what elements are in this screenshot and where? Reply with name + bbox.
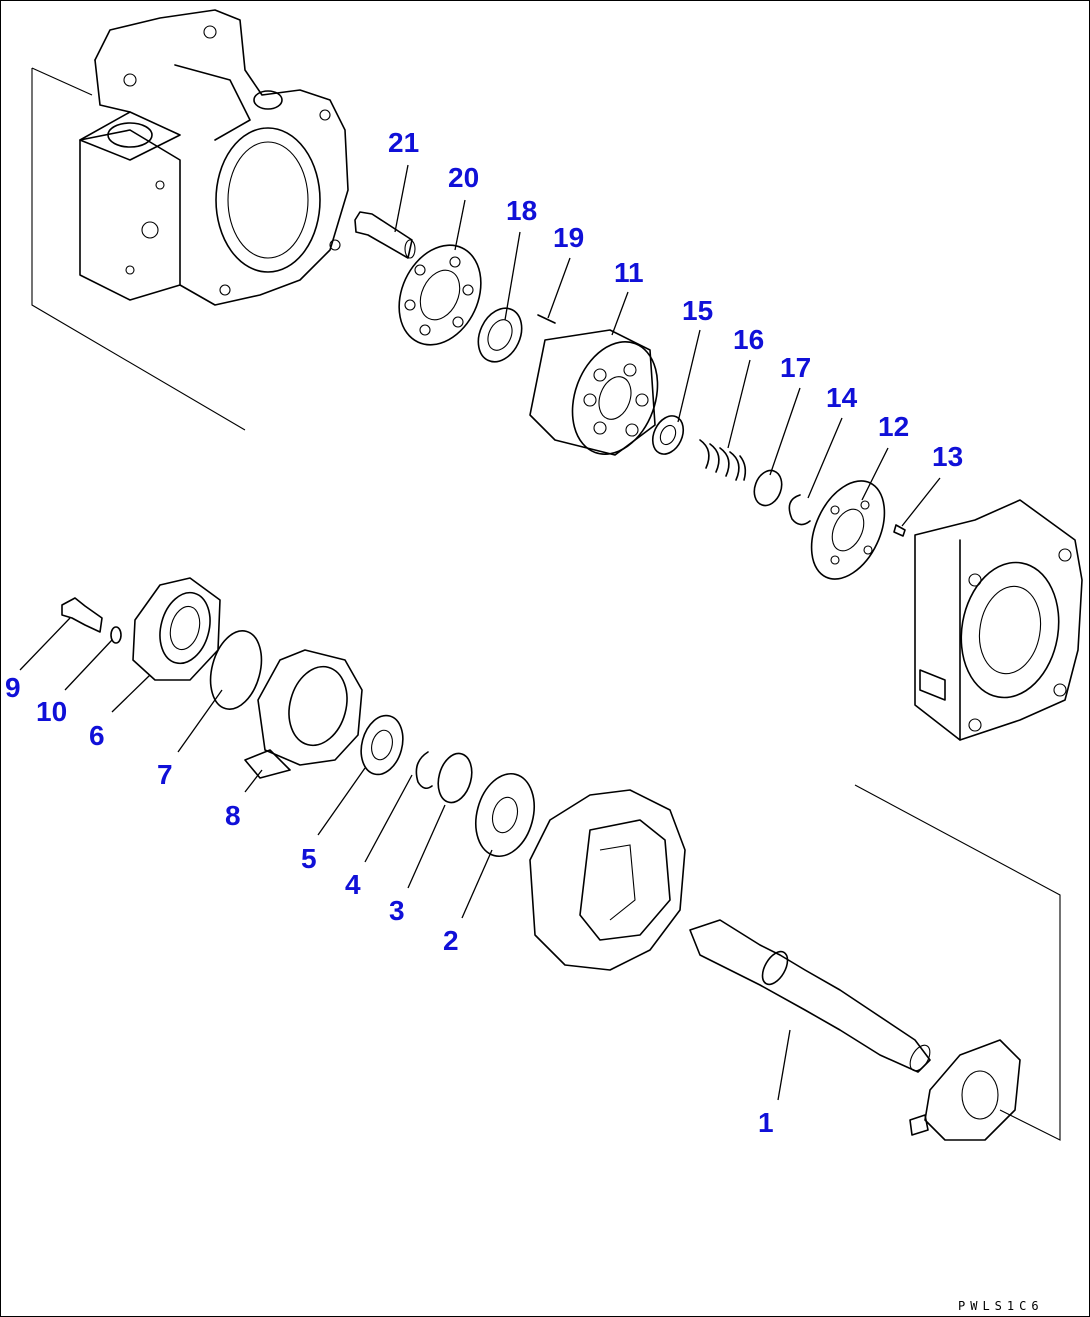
callout-16: 16 — [733, 324, 764, 355]
callout-10: 10 — [36, 696, 67, 727]
part-8-seal-carrier — [244, 649, 363, 779]
part-4-snap-ring — [415, 751, 433, 790]
part-17-washer — [753, 469, 783, 507]
part-20-plate — [398, 244, 482, 346]
callout-8: 8 — [225, 800, 241, 831]
callout-17: 17 — [780, 352, 811, 383]
end-cover-housing — [914, 499, 1083, 741]
part-13-plug — [893, 524, 906, 537]
callout-2: 2 — [443, 925, 459, 956]
callout-6: 6 — [89, 720, 105, 751]
callout-11: 11 — [614, 257, 644, 288]
part-19-pin — [537, 314, 556, 324]
callout-14: 14 — [826, 382, 858, 413]
callout-9: 9 — [5, 672, 21, 703]
callout-19: 19 — [553, 222, 584, 253]
callout-20: 20 — [448, 162, 479, 193]
callout-21: 21 — [388, 127, 419, 158]
pump-housing-upper — [31, 9, 349, 431]
part-3-spacer — [437, 752, 473, 804]
callout-3: 3 — [389, 895, 405, 926]
part-5-bearing — [360, 714, 404, 776]
callout-7: 7 — [157, 759, 173, 790]
part-10-washer — [110, 626, 122, 644]
part-2-bearing — [475, 772, 535, 858]
part-15-retainer — [651, 415, 685, 455]
callout-12: 12 — [878, 411, 909, 442]
part-21-pin — [354, 211, 416, 259]
callout-4: 4 — [345, 869, 361, 900]
drawing-code: PWLS1C6 — [958, 1299, 1044, 1313]
part-9-bolt — [61, 597, 103, 633]
rear-cover — [909, 1039, 1021, 1141]
front-case — [529, 789, 686, 971]
lower-reference-line — [854, 784, 1061, 1141]
callout-1: 1 — [758, 1107, 774, 1138]
callout-18: 18 — [506, 195, 537, 226]
part-11-cylinder-block — [529, 329, 659, 456]
callout-15: 15 — [682, 295, 713, 326]
callout-5: 5 — [301, 843, 317, 874]
part-1-shaft — [689, 919, 931, 1073]
part-16-spring — [699, 439, 747, 481]
part-6-cover — [132, 577, 221, 681]
callout-13: 13 — [932, 441, 963, 472]
part-7-o-ring — [209, 630, 263, 710]
leader-lines — [19, 164, 941, 1101]
part-18-bearing — [477, 307, 523, 363]
part-14-snap-ring — [788, 494, 811, 526]
